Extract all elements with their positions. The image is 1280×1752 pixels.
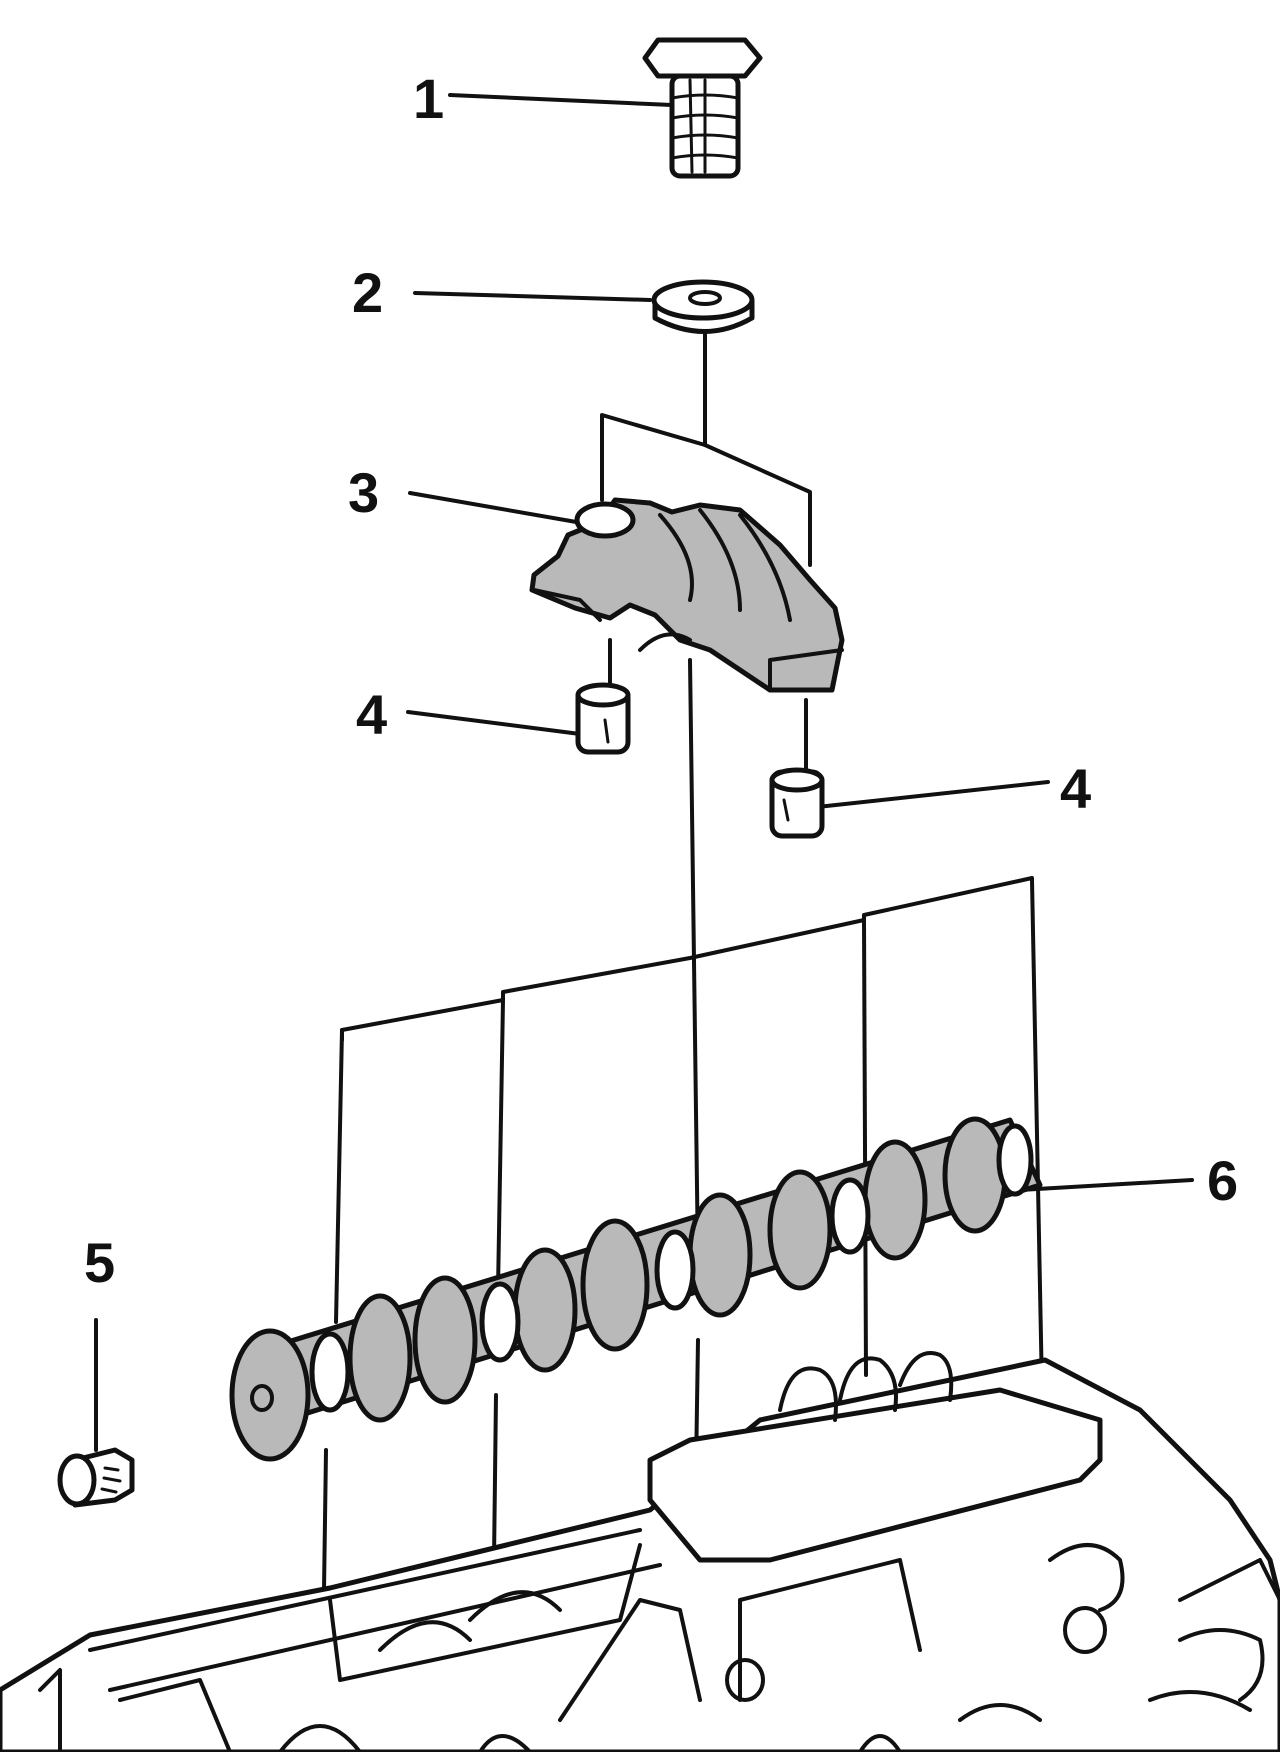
leader-line-6	[1018, 1178, 1194, 1192]
callout-3: 3	[348, 461, 379, 524]
dowel-pin-part-4-left	[575, 682, 631, 755]
leader-line-4-right	[806, 780, 1050, 810]
washer-part-2	[651, 279, 755, 334]
callout-4-right: 4	[1060, 757, 1091, 820]
leader-lines	[94, 93, 1194, 1452]
leader-line-3	[408, 491, 584, 525]
camshaft-journals	[309, 1123, 1034, 1413]
callout-1: 1	[413, 67, 444, 130]
callout-2: 2	[352, 261, 383, 324]
callout-5: 5	[84, 1231, 115, 1294]
camshaft-part-6	[229, 1116, 1043, 1462]
cylinder-head-partial	[0, 1351, 1280, 1752]
plug-part-5	[57, 1447, 135, 1508]
bolt-part-1	[642, 37, 763, 179]
bearing-bracket-part-3	[529, 497, 845, 693]
callout-4-left: 4	[356, 683, 387, 746]
callout-6: 6	[1207, 1149, 1238, 1212]
leader-line-1	[448, 93, 674, 107]
dowel-pin-part-4-right	[769, 767, 825, 839]
camshaft-lobes	[347, 1116, 1008, 1423]
leader-line-4-left	[406, 710, 582, 736]
leader-line-2	[413, 291, 652, 302]
